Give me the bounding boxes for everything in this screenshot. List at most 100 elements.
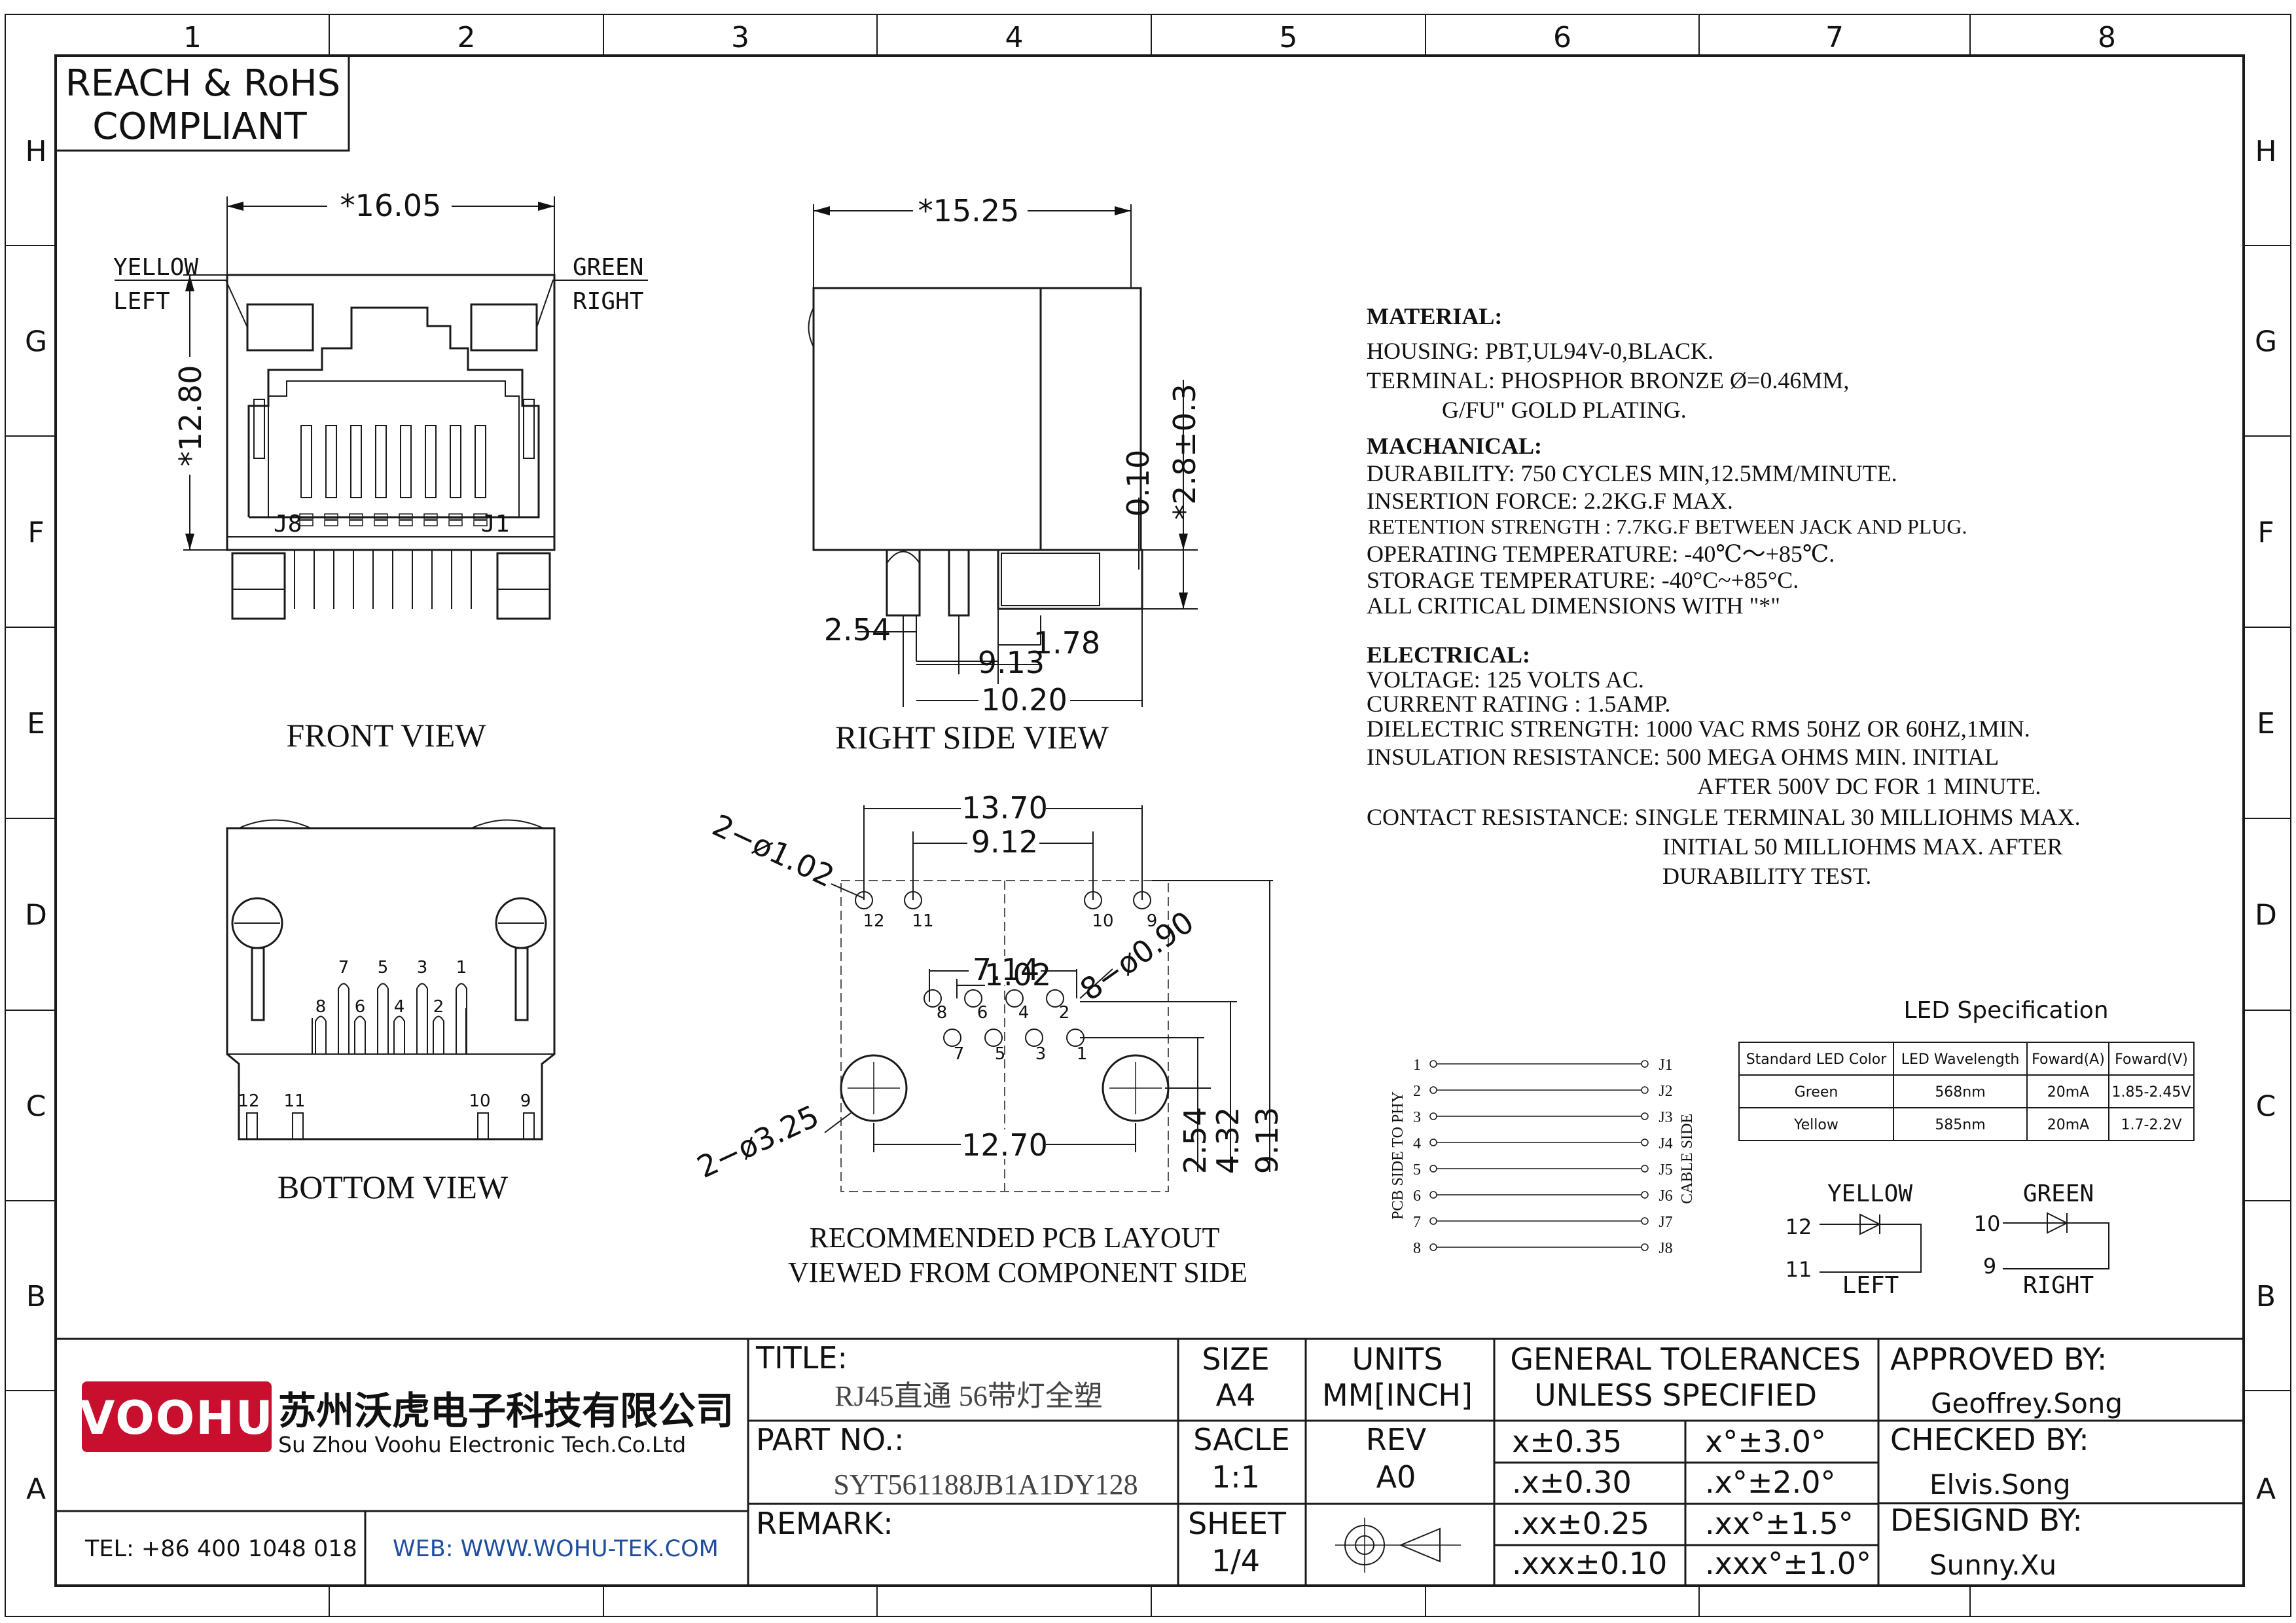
row-label-right: G	[2255, 325, 2277, 359]
bottom-contact	[315, 1015, 327, 1054]
schematic-pin-label: 3	[1413, 1109, 1421, 1126]
led-diag-green: GREEN	[2023, 1180, 2094, 1207]
pcb-signal-hole-label: 4	[1018, 1003, 1030, 1023]
led-td-0-1: 568nm	[1935, 1084, 1985, 1101]
led-spec-table: LED Specification Standard LED Color LED…	[1738, 997, 2195, 1141]
pcb-title-line2: VIEWED FROM COMPONENT SIDE	[788, 1256, 1247, 1288]
compliance-line1: REACH & RoHS	[65, 62, 340, 105]
pcb-dim-c: 7.14	[973, 952, 1039, 987]
checked-label: CHECKED BY:	[1890, 1422, 2089, 1457]
front-contact-foot	[374, 520, 388, 526]
side-view-title: RIGHT SIDE VIEW	[835, 719, 1109, 756]
led-th-3: Foward(V)	[2115, 1051, 2188, 1068]
bottom-led-pin	[292, 1112, 304, 1140]
schematic-node	[1641, 1191, 1649, 1199]
front-pin-right: J1	[481, 511, 509, 538]
company-logo-badge	[82, 1381, 272, 1452]
designed-label: DESIGND BY:	[1890, 1503, 2083, 1538]
front-contact-foot	[324, 513, 338, 520]
front-contact-foot	[299, 513, 314, 520]
pcb-signal-hole	[943, 1029, 961, 1047]
schematic-pin-label: 2	[1413, 1083, 1421, 1100]
bottom-led-pin	[523, 1112, 535, 1140]
bottom-led-pin	[477, 1112, 489, 1140]
front-contact-foot	[399, 520, 413, 526]
tol-0-0: x±0.35	[1512, 1424, 1622, 1459]
schematic-jack-label: J5	[1659, 1161, 1672, 1178]
part-value: SYT561188JB1A1DY128	[833, 1468, 1138, 1501]
schematic-jack-label: J8	[1659, 1240, 1672, 1257]
bottom-contact	[456, 983, 467, 1054]
front-view: J8 J1 *16.05 *12.80 YELLOW LEFT GREEN RI…	[113, 187, 648, 754]
pcb-signal-hole	[1046, 989, 1064, 1008]
led-td-1-1: 585nm	[1935, 1117, 1985, 1133]
company-name-cn: 苏州沃虎电子科技有限公司	[278, 1389, 734, 1433]
led-diag-green-a: 10	[1974, 1211, 2001, 1236]
pcb-led-hole-label: 10	[1092, 911, 1113, 931]
bottom-led-pin	[246, 1112, 258, 1140]
pcb-dim-b: 9.12	[971, 824, 1038, 860]
company-logo: VOOHU	[79, 1391, 274, 1445]
row-label-right: H	[2255, 135, 2276, 168]
elec-line-2: DIELECTRIC STRENGTH: 1000 VAC RMS 50HZ O…	[1367, 716, 2030, 742]
side-dim-b: *2.8±0.3	[1167, 384, 1202, 520]
bottom-led-pin-label: 12	[238, 1091, 259, 1111]
company-web[interactable]: WEB: WWW.WOHU-TEK.COM	[393, 1536, 719, 1562]
schematic-jack-label: J7	[1659, 1214, 1672, 1231]
schematic-pin-label: 1	[1413, 1057, 1421, 1074]
bottom-pin-label: 3	[417, 958, 428, 977]
elec-line-5: CONTACT RESISTANCE: SINGLE TERMINAL 30 M…	[1367, 804, 2081, 830]
row-label-left: B	[26, 1280, 46, 1313]
bottom-pin-label: 4	[394, 997, 405, 1017]
led-td-0-2: 20mA	[2047, 1084, 2089, 1101]
row-label-right: C	[2256, 1090, 2276, 1123]
row-label-left: F	[27, 516, 44, 549]
led-td-1-2: 20mA	[2047, 1117, 2089, 1133]
row-label-right: B	[2256, 1280, 2276, 1313]
pcb-dim-f: 2.54	[1177, 1107, 1213, 1174]
elec-line-6: INITIAL 50 MILLIOHMS MAX. AFTER	[1662, 833, 2063, 860]
column-label-top: 2	[457, 21, 476, 54]
pcb-signal-hole	[1025, 1029, 1043, 1047]
column-label-top: 1	[183, 21, 202, 54]
side-dim-width: *15.25	[918, 193, 1020, 228]
front-contact-foot	[324, 520, 338, 526]
front-contact-foot	[399, 513, 413, 520]
rev-value: A0	[1376, 1459, 1416, 1495]
rev-label: REV	[1366, 1422, 1427, 1457]
projection-symbol-icon	[1335, 1518, 1461, 1573]
right-side-view: *15.25 2.54 1.78 9.13 10.20 0.10 *2.8±	[808, 191, 1202, 756]
column-label-top: 5	[1280, 21, 1298, 54]
units-value: MM[INCH]	[1322, 1377, 1473, 1413]
led-left-label1: YELLOW	[113, 254, 198, 281]
remark-label: REMARK:	[756, 1506, 893, 1541]
front-contact-foot	[374, 513, 388, 520]
elec-line-3: INSULATION RESISTANCE: 500 MEGA OHMS MIN…	[1367, 744, 1999, 770]
pcb-signal-hole	[1005, 989, 1024, 1008]
front-contact	[375, 425, 387, 498]
column-label-top: 3	[731, 21, 749, 54]
side-dim-e: 9.13	[978, 645, 1045, 680]
bottom-contact	[393, 1015, 405, 1054]
schematic-node	[1641, 1165, 1649, 1173]
title-block: VOOHU 苏州沃虎电子科技有限公司 Su Zhou Voohu Electro…	[56, 1338, 2244, 1586]
bottom-view-title: BOTTOM VIEW	[278, 1169, 509, 1205]
schematic-node	[1641, 1086, 1649, 1094]
material-line-1: TERMINAL: PHOSPHOR BRONZE Ø=0.46MM,	[1367, 367, 1849, 393]
tol-2-1: .xx°±1.5°	[1705, 1506, 1854, 1541]
schematic-pin-label: 5	[1413, 1161, 1421, 1178]
tol-label-2: UNLESS SPECIFIED	[1534, 1377, 1817, 1413]
schematic-node	[1641, 1217, 1649, 1225]
material-line-0: HOUSING: PBT,UL94V-0,BLACK.	[1367, 338, 1713, 364]
elec-title: ELECTRICAL:	[1367, 642, 1530, 668]
schematic-node	[1641, 1112, 1649, 1120]
led-right-label1: GREEN	[573, 254, 643, 281]
front-contact	[400, 425, 412, 498]
row-label-left: A	[26, 1472, 46, 1506]
led-diag-green-k: 9	[1983, 1254, 1996, 1279]
schematic-jack-label: J4	[1659, 1135, 1672, 1152]
approved-label: APPROVED BY:	[1890, 1341, 2107, 1377]
led-th-0: Standard LED Color	[1746, 1051, 1888, 1068]
